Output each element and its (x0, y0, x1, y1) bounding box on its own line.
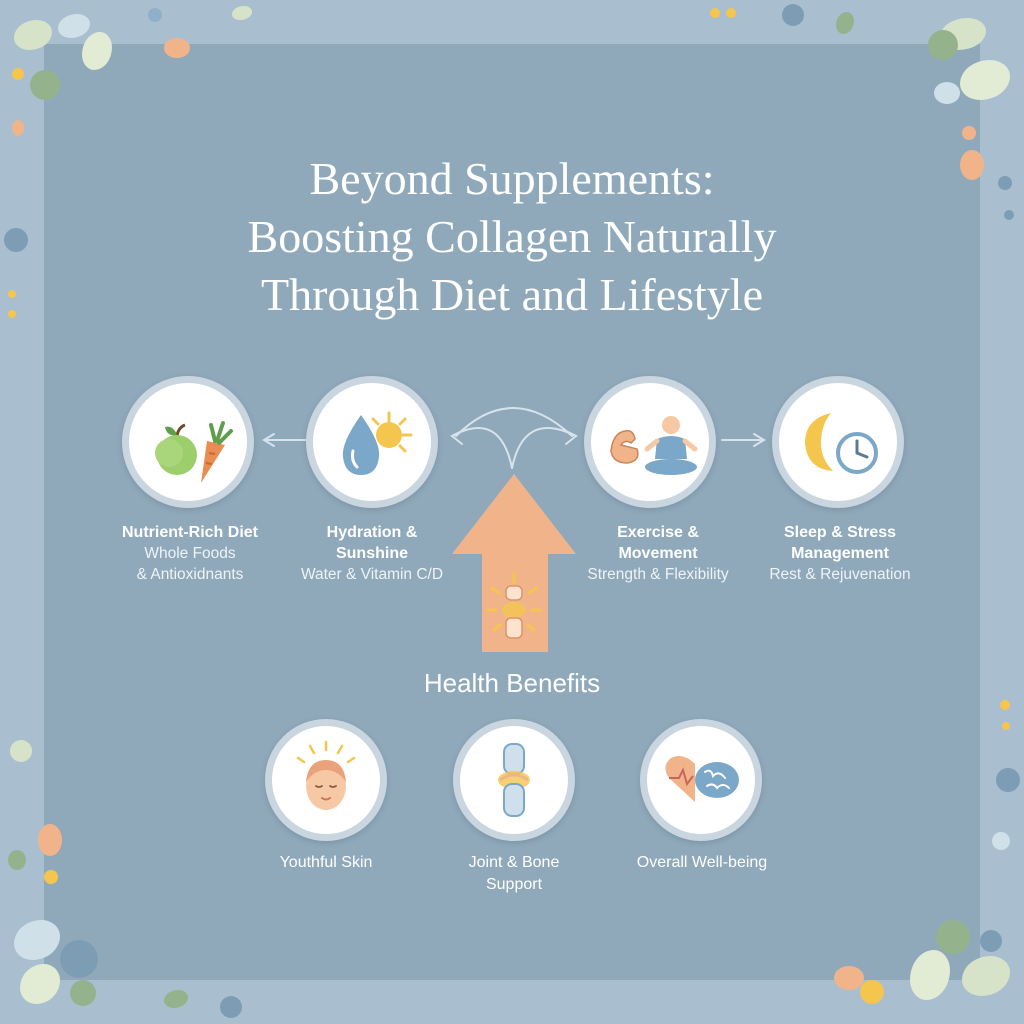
title-line-1: Beyond Supplements: (309, 153, 715, 204)
joint-circle (453, 719, 575, 841)
benefit-wellbeing: Overall Well-being (612, 852, 792, 874)
factor-name: Sunshine (335, 545, 408, 562)
wellbeing-circle (640, 719, 762, 841)
exercise-circle (584, 376, 716, 508)
moon-clock-icon (805, 413, 878, 474)
diet-circle (122, 376, 254, 508)
upward-arrow-icon (452, 474, 576, 652)
benefit-label: Overall Well-being (636, 854, 768, 871)
title-line-3: Through Diet and Lifestyle (260, 269, 764, 320)
exercise-icon (610, 416, 698, 475)
factor-sleep: Sleep & Stress Management Rest & Rejuven… (750, 522, 930, 585)
benefit-label: Joint & Bone (468, 854, 560, 871)
benefit-joint: Joint & Bone Support (424, 852, 604, 896)
factor-detail: Rest & Rejuvenation (769, 566, 911, 583)
factor-diet: Nutrient-Rich Diet Whole Foods & Antioxi… (100, 522, 280, 585)
factor-detail: Water & Vitamin C/D (300, 566, 444, 583)
benefit-label: Support (485, 876, 543, 893)
page-title: Beyond Supplements: Boosting Collagen Na… (0, 150, 1024, 324)
factor-name: Hydration & (326, 524, 418, 541)
factor-detail: Whole Foods (144, 545, 236, 562)
factor-name: Management (791, 545, 889, 562)
factor-name: Nutrient-Rich Diet (122, 524, 258, 541)
face-icon (296, 740, 356, 810)
title-line-2: Boosting Collagen Naturally (247, 211, 777, 262)
skin-circle (265, 719, 387, 841)
benefit-label: Youthful Skin (279, 854, 373, 871)
benefit-skin: Youthful Skin (236, 852, 416, 874)
hydration-circle (306, 376, 438, 508)
factor-detail: Strength & Flexibility (587, 566, 729, 583)
joint-icon (498, 743, 530, 817)
factor-name: Sleep & Stress (783, 524, 897, 541)
apple-carrot-icon (155, 421, 233, 483)
factor-name: Movement (618, 545, 698, 562)
water-sun-icon (342, 411, 413, 475)
section-title: Health Benefits (423, 668, 601, 698)
heart-brain-icon (665, 756, 739, 802)
factor-exercise: Exercise & Movement Strength & Flexibili… (568, 522, 748, 585)
factor-detail: & Antioxidnants (136, 566, 244, 583)
factor-name: Exercise & (617, 524, 699, 541)
factor-hydration: Hydration & Sunshine Water & Vitamin C/D (282, 522, 462, 585)
sleep-circle (772, 376, 904, 508)
